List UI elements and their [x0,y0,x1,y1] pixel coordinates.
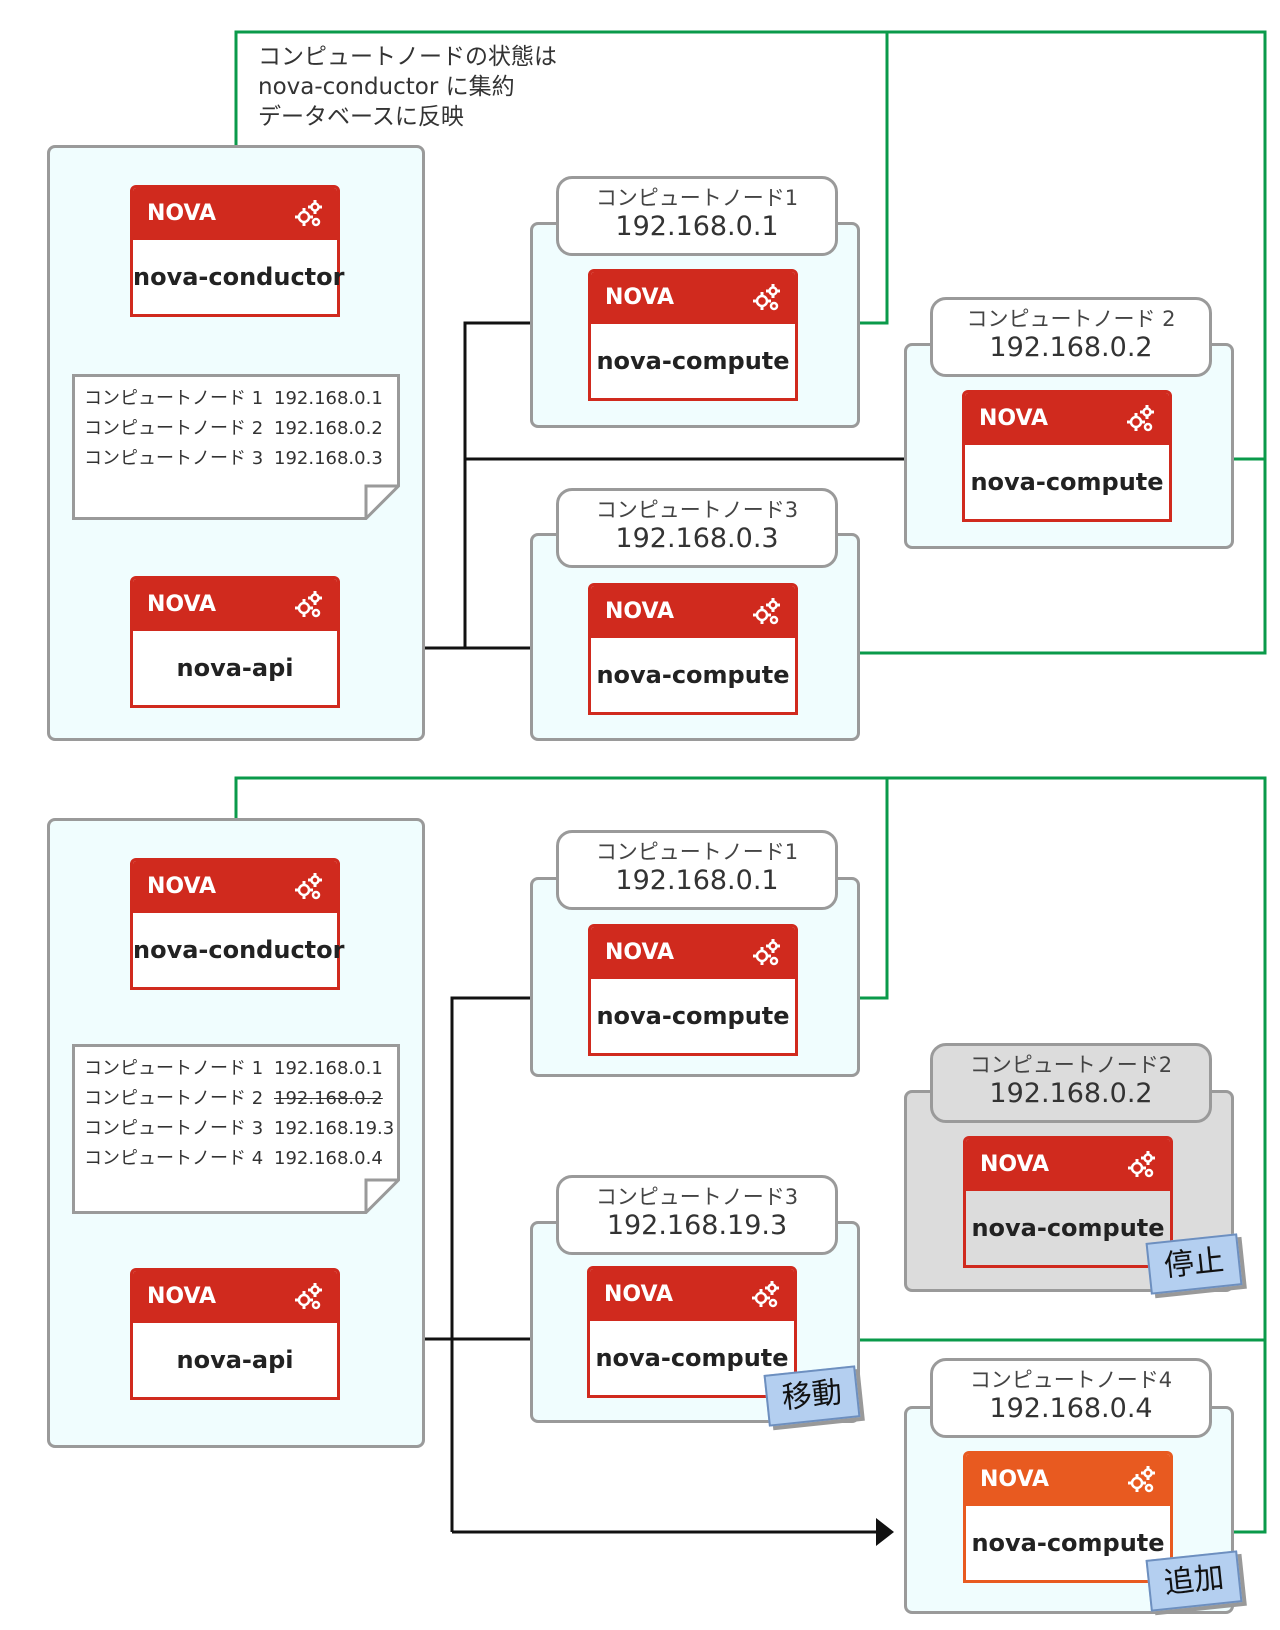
node-label: コンピュートノード1 192.168.0.1 [556,830,838,910]
node-ip: 192.168.0.3 [615,523,779,554]
nova-header: NOVA [147,592,217,617]
compute-card: NOVA nova-compute [587,1266,797,1398]
nova-header: NOVA [980,1467,1050,1492]
nova-header: NOVA [605,599,675,624]
node-ip: 192.168.0.1 [615,211,779,242]
node-name: コンピュートノード4 [969,1368,1173,1392]
nova-header: NOVA [979,406,1049,431]
node-ip: 192.168.19.3 [606,1210,788,1241]
bottom-green-lines [234,776,1267,1534]
nova-header: NOVA [147,874,217,899]
node-label: コンピュートノード 2 192.168.0.2 [930,297,1212,377]
service-name: nova-compute [595,1344,789,1372]
gears-icon [753,598,780,625]
nova-header: NOVA [980,1152,1050,1177]
node-name: コンピュートノード3 [595,1185,799,1209]
node-label: コンピュートノード1 192.168.0.1 [556,176,838,256]
node-ip: 192.168.0.2 [989,1078,1153,1109]
gears-icon [1128,1466,1155,1493]
bottom-api-card: NOVA nova-api [130,1268,340,1400]
gears-icon [1127,405,1154,432]
caption-line-3: データベースに反映 [258,104,464,130]
service-name: nova-compute [596,661,790,689]
compute-card: NOVA nova-compute [588,924,798,1056]
node-name: コンピュートノード1 [595,840,799,864]
node-ip: 192.168.0.2 [989,332,1153,363]
top-conductor-card: NOVA nova-conductor [130,185,345,317]
nova-header: NOVA [605,285,675,310]
node-label: コンピュートノード3 192.168.19.3 [556,1175,838,1255]
nova-header: NOVA [604,1282,674,1307]
node-ip: 192.168.0.1 [615,865,779,896]
service-name: nova-compute [596,1002,790,1030]
node-label: コンピュートノード4 192.168.0.4 [930,1358,1212,1438]
service-name: nova-compute [971,1529,1165,1557]
gears-icon [295,591,322,618]
nova-header: NOVA [147,1284,217,1309]
gears-icon [295,873,322,900]
service-name: nova-compute [970,468,1164,496]
compute-card-new: NOVA nova-compute [963,1451,1173,1583]
nova-header: NOVA [147,201,217,226]
service-name: nova-compute [971,1214,1165,1242]
gears-icon [753,939,780,966]
node-name: コンピュートノード1 [595,186,799,210]
compute-card: NOVA nova-compute [963,1136,1173,1268]
compute-card: NOVA nova-compute [962,390,1172,522]
node-name: コンピュートノード 2 [966,307,1176,331]
caption: コンピュートノードの状態は nova-conductor に集約 データベースに… [258,42,557,132]
service-name: nova-conductor [133,263,345,291]
node-label: コンピュートノード2 192.168.0.2 [930,1043,1212,1123]
node-ip: 192.168.0.4 [989,1393,1153,1424]
gears-icon [753,284,780,311]
bottom-conductor-card: NOVA nova-conductor [130,858,345,990]
compute-card: NOVA nova-compute [588,269,798,401]
gears-icon [1128,1151,1155,1178]
service-name: nova-conductor [133,936,345,964]
tag-moved: 移動 [763,1365,861,1427]
tag-added: 追加 [1145,1550,1243,1612]
nova-header: NOVA [605,940,675,965]
service-name: nova-api [176,1346,294,1374]
tag-stopped: 停止 [1145,1233,1243,1295]
gears-icon [295,200,322,227]
node-name: コンピュートノード3 [595,498,799,522]
node-name: コンピュートノード2 [969,1053,1173,1077]
document-shape [72,374,400,520]
gears-icon [752,1281,779,1308]
service-name: nova-api [176,654,294,682]
document-shape [72,1044,400,1214]
service-name: nova-compute [596,347,790,375]
node-label: コンピュートノード3 192.168.0.3 [556,488,838,568]
top-api-card: NOVA nova-api [130,576,340,708]
caption-line-1: コンピュートノードの状態は [258,44,557,70]
compute-card: NOVA nova-compute [588,583,798,715]
caption-line-2: nova-conductor に集約 [258,74,515,100]
gears-icon [295,1283,322,1310]
